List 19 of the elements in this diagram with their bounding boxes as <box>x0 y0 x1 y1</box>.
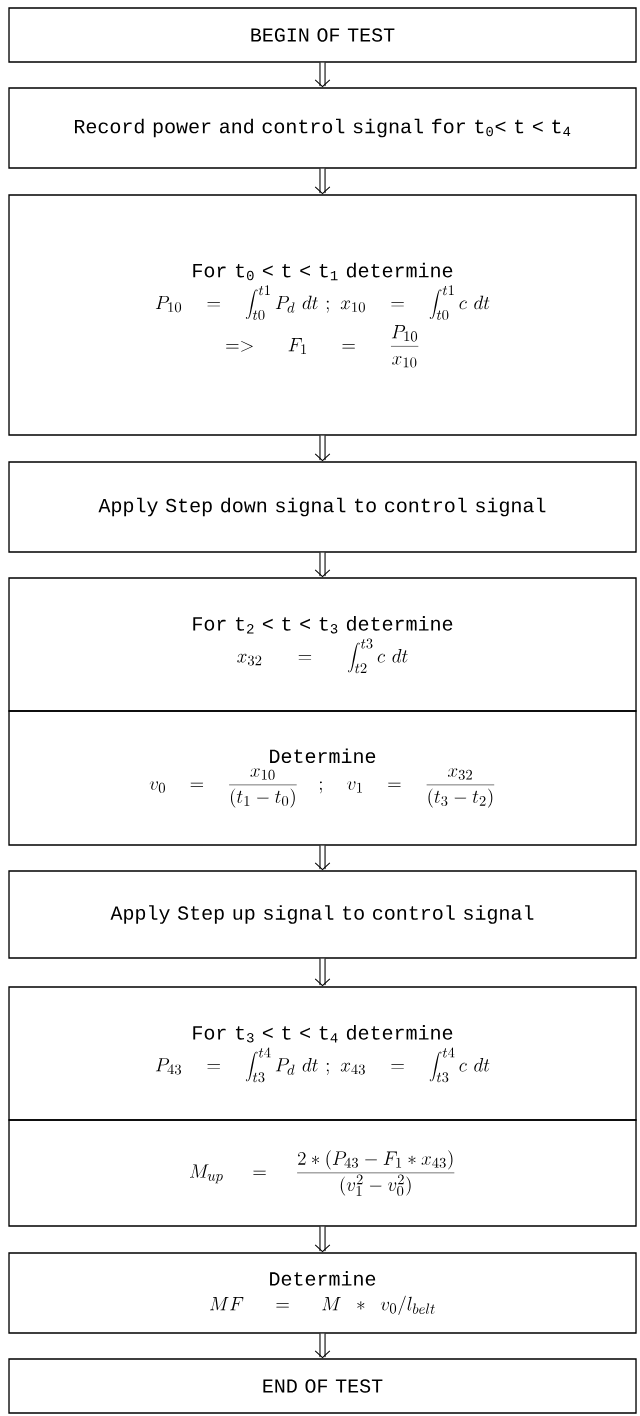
arrow <box>314 168 331 195</box>
arrow <box>314 552 331 578</box>
process-box: Determine $MF = M * v_{0} / l_{belt}$ <box>8 1252 637 1334</box>
arrow <box>314 845 331 871</box>
process-box: Apply Step up signal to control signal <box>8 870 637 959</box>
process-box: Apply Step down signal to control signal <box>8 461 637 553</box>
process-box: For t$_{3}$ < t < t$_{4}$ determine $P_{43} = \int_{t3}^{t4} P_{d}\ dt\ ;\ x_{43} = \int_{t3}^{t4} c\ dt$ <box>8 986 637 1121</box>
arrow <box>314 1333 331 1359</box>
process-box: For t$_{0}$ < t < t$_{1}$ determine $P_{10} = \int_{t0}^{t1} P_{d}\ dt\ ;\ x_{10} = \int_{t0}^{t1} c\ dt$ $=> F_{1} = \frac{P_{10}}{x_{10}}$ <box>8 194 637 436</box>
arrow <box>314 958 331 987</box>
process-box: For t$_{2}$ < t < t$_{3}$ determine $x_{32} = \int_{t2}^{t3} c\ dt$ <box>8 577 637 712</box>
process-box: BEGIN OF TEST <box>8 7 637 63</box>
arrow <box>314 1226 331 1253</box>
process-box: Determine $v_{0} = \frac{x_{10}}{(t_{1}-t_{0})}\quad ;\quad v_{1} = \frac{x_{32}}{(t_{3}-t_{2})}$ <box>8 710 637 846</box>
arrow <box>314 435 331 462</box>
process-box: $M_{up} = \frac{2*(P_{43} - F_{1}*x_{43})}{(v_{1}^{2} - v_{0}^{2})}$ <box>8 1119 637 1227</box>
process-box: END OF TEST <box>8 1358 637 1414</box>
process-box: Record power and control signal for t$_{0}$< t < t$_{4}$ <box>8 87 637 169</box>
arrow <box>314 62 331 88</box>
